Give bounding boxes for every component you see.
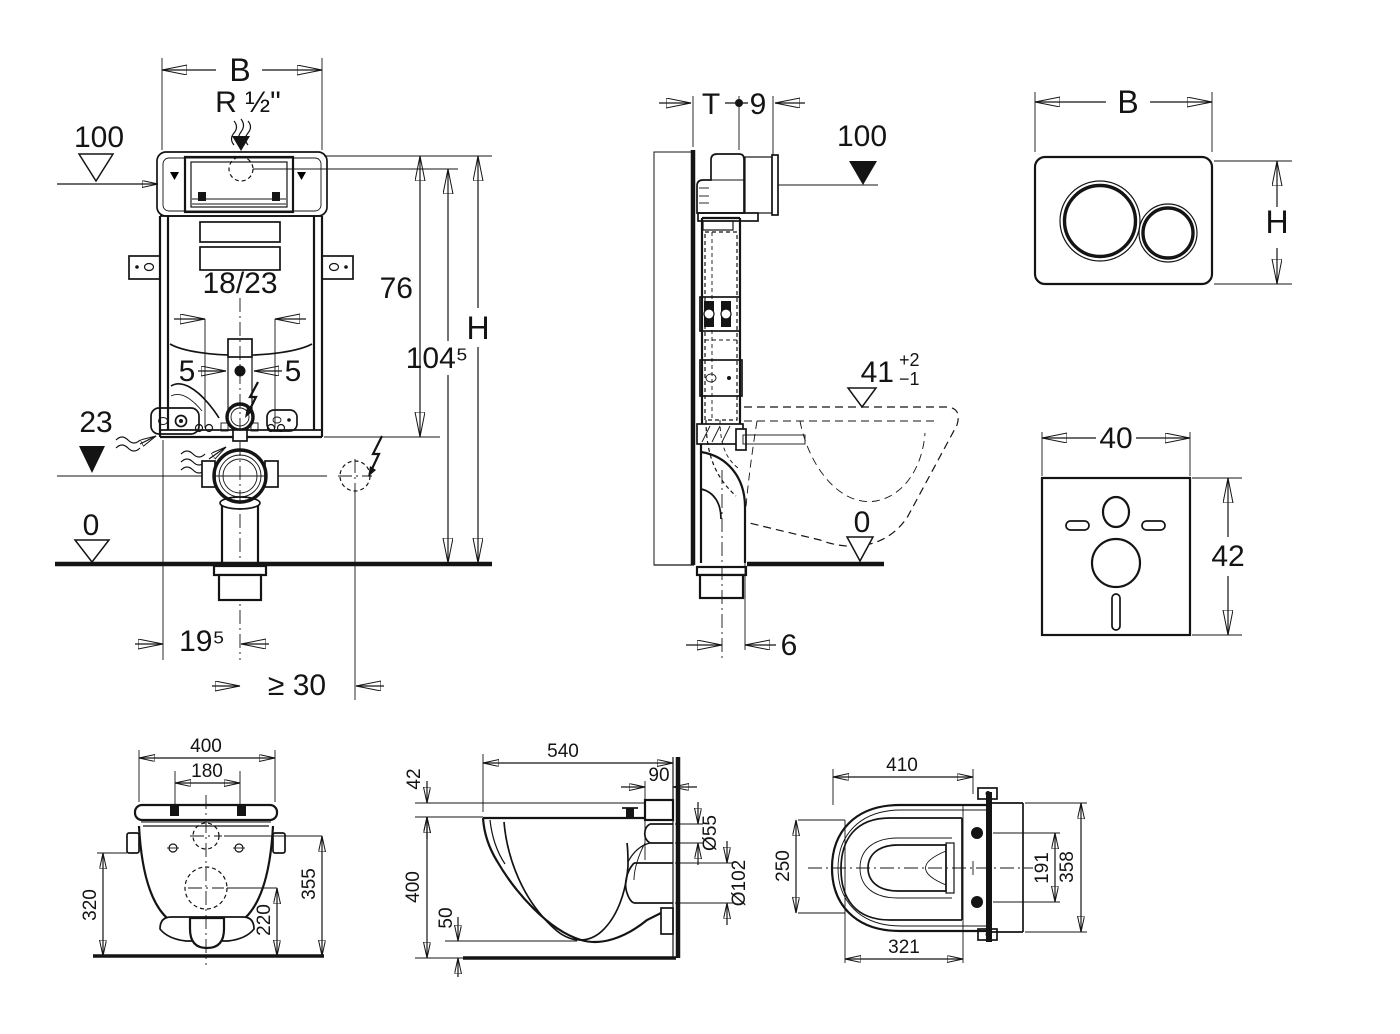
mat-hole-top: [1101, 495, 1131, 529]
flush-button-small: [1138, 203, 1198, 263]
level-triangle-filled-icon: [849, 161, 877, 185]
sound-insulation-mat-view: 40 42: [1040, 422, 1245, 637]
wc-rear-view: 400 180 320: [80, 736, 324, 965]
dim-mat-width-40: 40: [1099, 422, 1132, 455]
drain-elbow: [695, 444, 748, 660]
water-squiggle-icon: [115, 436, 141, 452]
wall-plate-bar: [986, 792, 992, 942]
mat-slot-bottom: [1111, 593, 1121, 631]
level-triangle-filled-icon: [79, 446, 105, 473]
wc-top-body: [808, 787, 1033, 942]
level-label-23: 23: [79, 406, 112, 439]
fixing-bolt-bottom: [971, 896, 983, 908]
level-triangle-open-icon: [73, 539, 111, 564]
dim-pipe-offset-6: 6: [781, 629, 798, 662]
wc-rear-body: [126, 795, 286, 965]
electrical-connection: [338, 435, 383, 700]
mat-slot-right: [1141, 520, 1166, 531]
dim-seat-thickness-42: 42: [404, 768, 425, 789]
inlet-port-dashed-circle: [228, 156, 254, 182]
dim-plate-height-h: H: [1265, 204, 1288, 240]
dim-water-inlet: R ½": [215, 86, 281, 119]
mat-body: [1040, 476, 1192, 637]
flush-plate-body: [1033, 155, 1214, 286]
mounting-rod: [742, 434, 806, 445]
dim-height-h: H: [466, 310, 489, 346]
level-label-0-front: 0: [83, 509, 100, 542]
dim-depth-t: T: [702, 88, 720, 121]
threaded-nipple: [744, 156, 773, 214]
dim-plate-width-b: B: [1117, 84, 1138, 120]
dim-seat-bolts-180: 180: [191, 761, 223, 782]
flush-button-large: [1059, 180, 1141, 262]
level-triangle-open-icon: [846, 387, 878, 409]
wc-pan-dashed-outline: [744, 406, 959, 547]
level-triangle-open-icon: [845, 536, 875, 563]
dim-rim-height-41: 41: [861, 356, 894, 389]
dim-electrical-clearance: ≥ 30: [268, 669, 326, 702]
water-level-mark-left: [170, 172, 179, 180]
dim-protrusion-9: 9: [750, 88, 767, 121]
inlet-arrow-icon: [232, 136, 250, 151]
wc-side-profile: [481, 798, 675, 944]
dim-offset-5-left: 5: [179, 355, 196, 388]
level-triangle-open-icon: [77, 153, 115, 183]
dim-wc-depth-540: 540: [547, 741, 579, 762]
dim-outlet-102: Ø102: [729, 860, 750, 906]
dim-wc-height-400: 400: [403, 871, 424, 903]
level-label-0-side: 0: [854, 506, 871, 539]
water-level-mark-right: [297, 172, 306, 180]
dim-wc-top-width-410: 410: [886, 755, 918, 776]
tolerance-plus: +2: [899, 350, 920, 370]
lightning-bolt-icon: [247, 381, 259, 414]
dim-overall-358: 358: [1057, 851, 1078, 883]
lightning-bolt-icon: [370, 435, 383, 472]
dim-wc-height-220: 220: [254, 904, 275, 936]
side-view-cistern-element: T 9 100: [653, 88, 959, 662]
dim-wc-height-355: 355: [299, 868, 320, 900]
side-frame-and-cistern: [696, 216, 806, 497]
dim-offset-5-right: 5: [285, 355, 302, 388]
wall-hatching: [653, 151, 693, 566]
dim-mat-height-42: 42: [1211, 540, 1244, 573]
wall-bracket-left: [128, 255, 161, 280]
dim-pipe-offset-195: 19⁵: [179, 625, 225, 658]
mat-hole-center: [1090, 537, 1142, 589]
level-label-100-front: 100: [74, 121, 124, 154]
fixing-bolt-top: [971, 827, 983, 839]
dim-front-width-b: B: [229, 52, 250, 88]
dim-flush-pipe-height: 18/23: [202, 267, 277, 300]
tolerance-minus: −1: [899, 369, 920, 389]
cistern-casing: [156, 151, 328, 217]
wc-top-view: 410 250 191: [773, 755, 1087, 963]
dim-inner-321: 321: [888, 937, 920, 958]
level-label-100-side: 100: [837, 120, 887, 153]
wall-bracket-right: [321, 255, 354, 280]
dim-flush-inlet-55: Ø55: [700, 815, 721, 851]
dim-wc-width-400: 400: [190, 736, 222, 757]
dim-height-1045: 104⁵: [406, 342, 469, 375]
front-view-cistern-element: B R ½" 100: [55, 52, 492, 702]
drain-outlet: [201, 448, 279, 566]
dim-bowl-width-250: 250: [773, 850, 794, 882]
dim-height-76: 76: [380, 272, 413, 305]
flush-mechanism: [150, 381, 298, 442]
dim-bolt-spacing-191: 191: [1032, 852, 1053, 884]
mat-slot-left: [1065, 520, 1090, 531]
dim-clearance-50: 50: [436, 907, 457, 928]
dim-wc-height-320: 320: [80, 889, 101, 921]
flush-plate-view: B H: [1033, 84, 1292, 286]
wc-side-view: 540 42 90: [403, 741, 750, 977]
dim-rear-ledge-90: 90: [648, 765, 669, 786]
